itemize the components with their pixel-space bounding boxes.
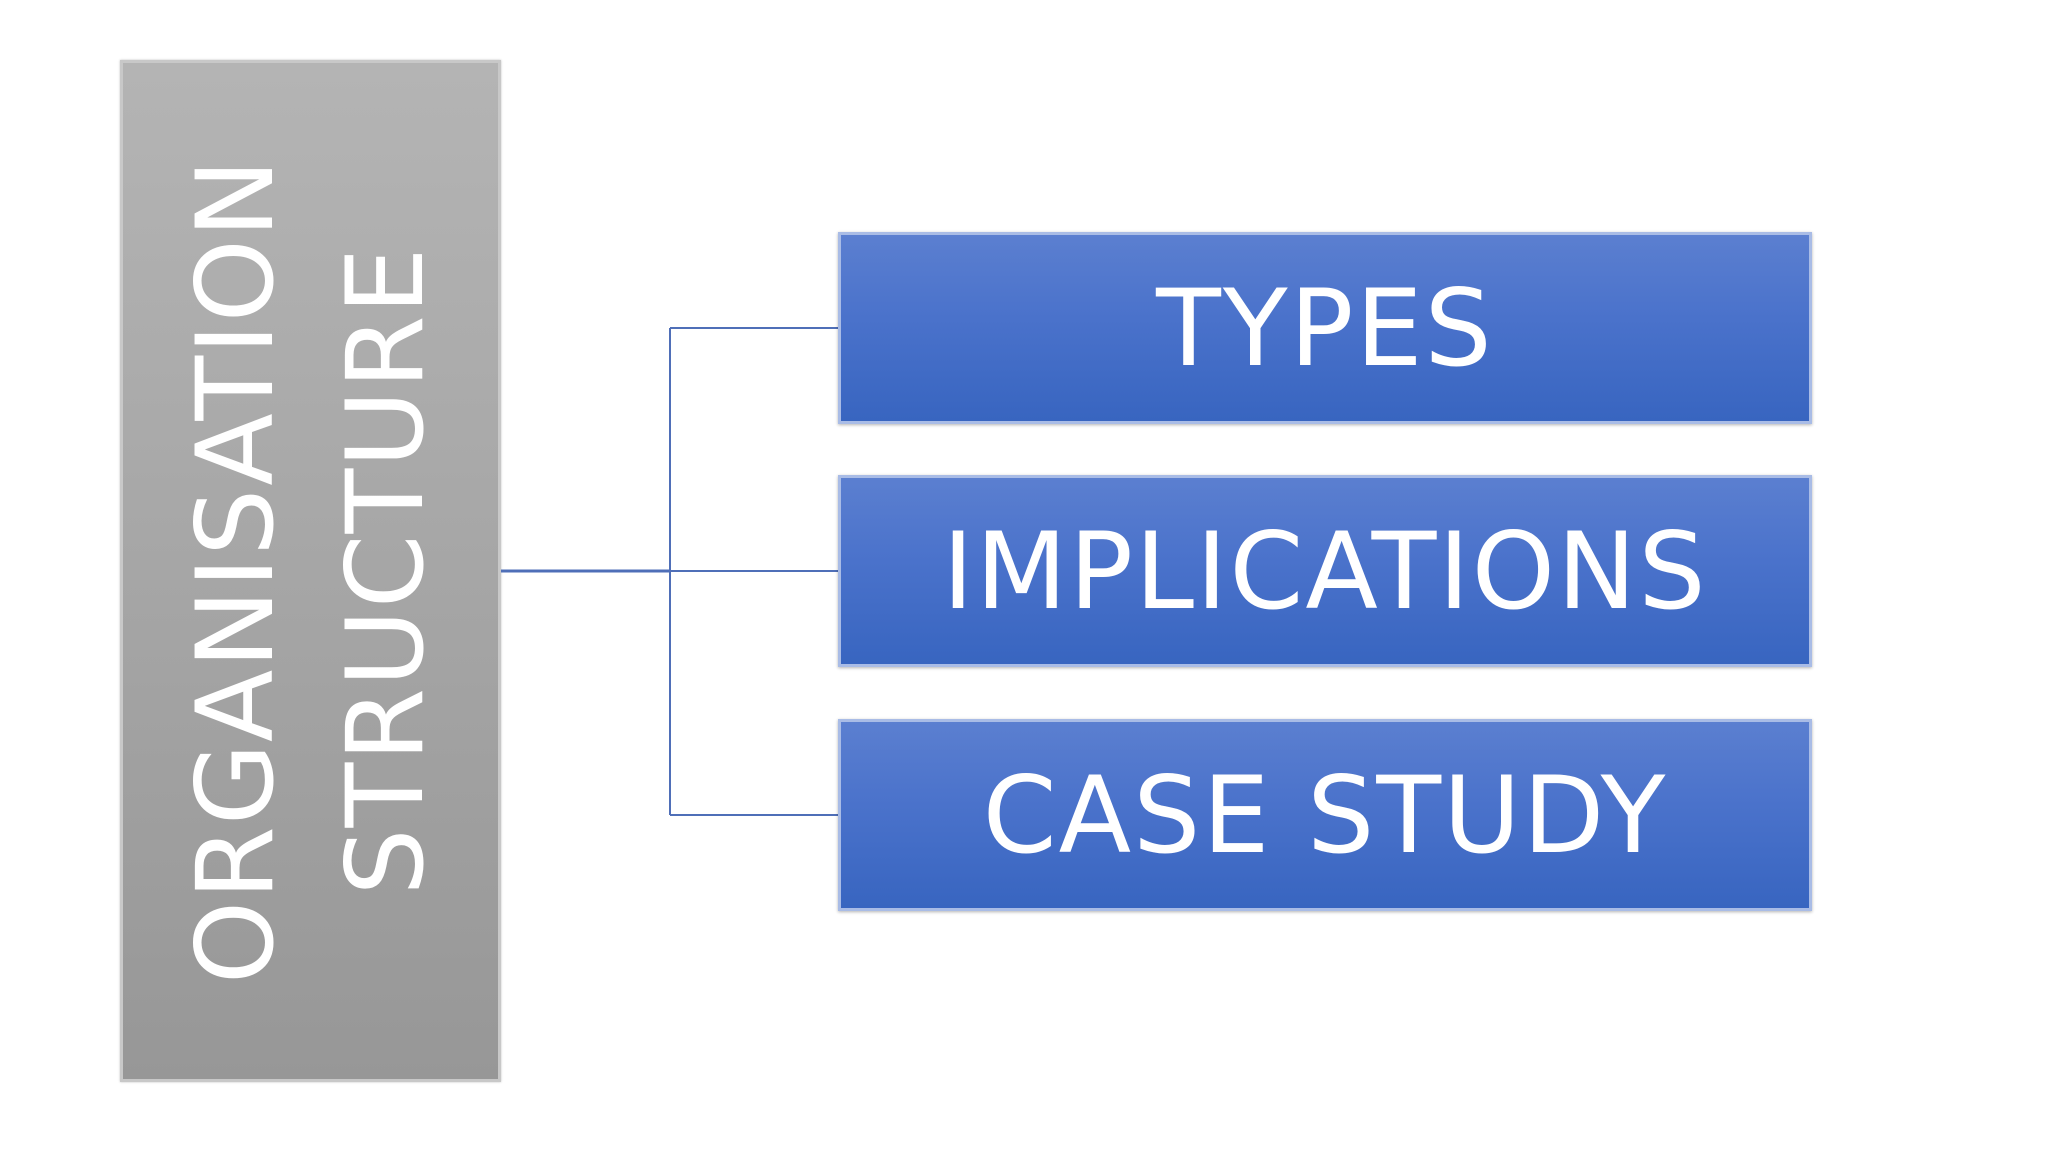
child-node-case-study-label: CASE STUDY: [982, 753, 1668, 877]
child-node-case-study: CASE STUDY: [838, 719, 1812, 911]
child-node-types: TYPES: [838, 232, 1812, 424]
root-node-organisation-structure: ORGANISATION STRUCTURE: [120, 60, 501, 1082]
child-node-implications-label: IMPLICATIONS: [942, 509, 1708, 633]
child-node-types-label: TYPES: [1156, 266, 1494, 390]
child-node-implications: IMPLICATIONS: [838, 475, 1812, 667]
